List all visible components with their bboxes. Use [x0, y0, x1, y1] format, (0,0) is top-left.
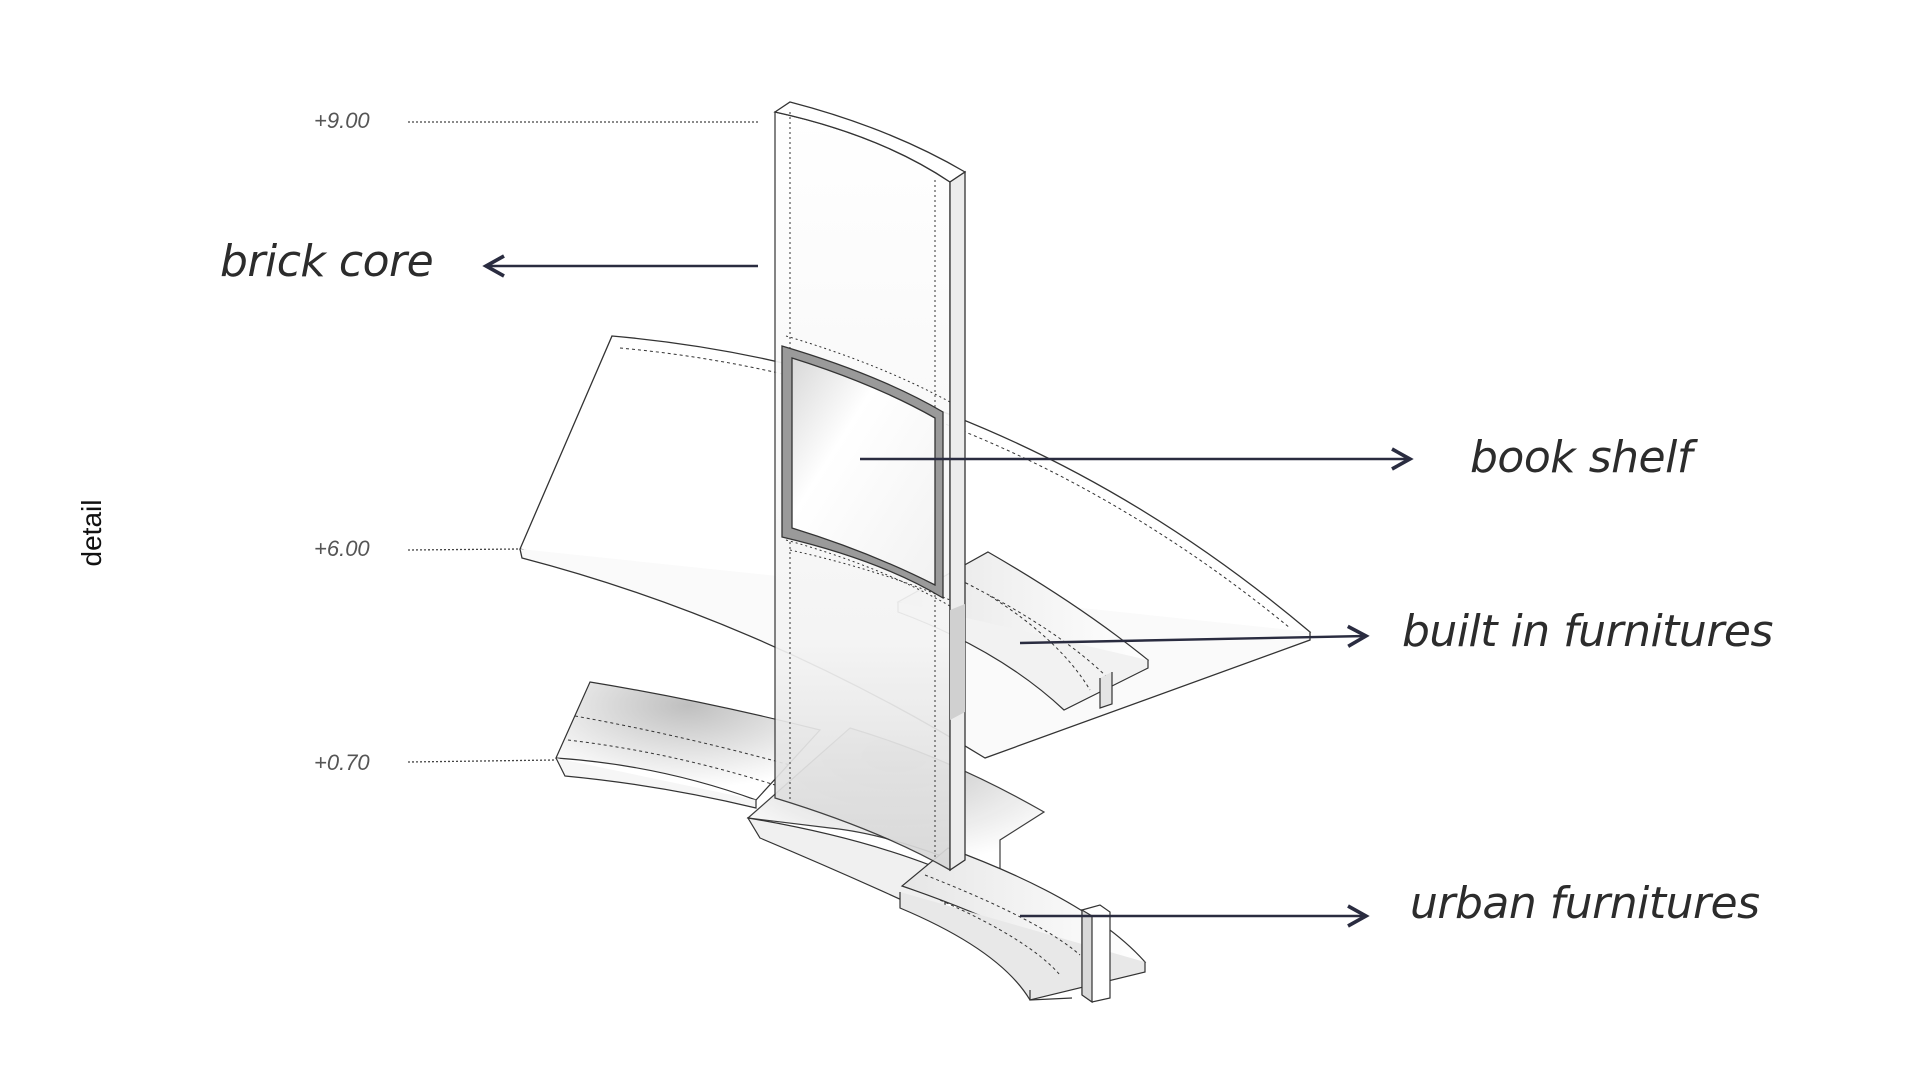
- ground-slab-left-edge: [555, 757, 757, 809]
- leader-middle: [407, 548, 521, 551]
- book-shelf: [781, 335, 951, 607]
- elevation-bottom-label: +0.70: [314, 750, 370, 775]
- leader-bottom: [407, 759, 557, 763]
- ground-slab-left-dashes: [567, 715, 791, 786]
- core-lower-band: [950, 604, 965, 720]
- urban-bench-dashes: [924, 874, 1081, 976]
- ground-slabs: [555, 681, 1147, 1004]
- callout-urban-furnitures: urban furnitures: [1410, 878, 1760, 929]
- urban-base-front: [1029, 990, 1073, 1001]
- built-in-dashes: [959, 579, 1111, 691]
- core-side: [949, 170, 966, 872]
- callout-brick-core: brick core: [220, 236, 434, 287]
- built-in-leg: [1099, 672, 1113, 709]
- side-label-detail: detail: [76, 499, 107, 567]
- shelf-inner: [791, 357, 936, 587]
- callout-built-in-furnitures: built in furnitures: [1402, 606, 1773, 657]
- callout-book-shelf: book shelf: [1470, 432, 1692, 483]
- elevation-top-label: +9.00: [314, 108, 370, 133]
- callout-arrows: [482, 254, 1414, 928]
- arrow-built-in: [1019, 624, 1370, 648]
- urban-post-shade: [1081, 908, 1093, 1004]
- elevation-leaders: [407, 121, 758, 763]
- elevation-middle-label: +6.00: [314, 536, 370, 561]
